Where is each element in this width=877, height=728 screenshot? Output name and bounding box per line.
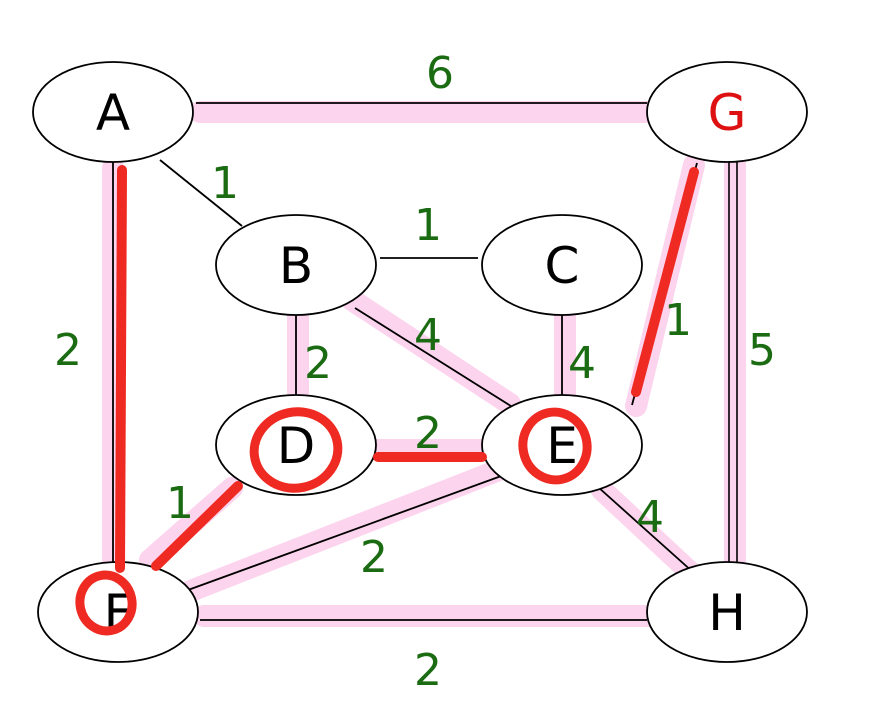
red-mark-d-f bbox=[151, 481, 243, 571]
node-h bbox=[646, 561, 808, 663]
weight-label-b-e: 4 bbox=[414, 310, 442, 361]
node-g bbox=[646, 61, 808, 163]
red-circle-e bbox=[518, 407, 592, 485]
weight-label-layer: 6 1 2 1 2 4 4 2 1 2 1 4 5 2 bbox=[54, 48, 776, 696]
red-mark-a-f bbox=[115, 165, 127, 573]
node-label-a: A bbox=[96, 84, 130, 142]
weight-label-a-g: 6 bbox=[426, 48, 454, 99]
node-label-d: D bbox=[277, 417, 316, 475]
annotation-layer bbox=[75, 165, 699, 636]
node-label-h: H bbox=[708, 584, 746, 642]
node-a bbox=[32, 61, 194, 163]
edge-e-f bbox=[187, 474, 505, 591]
node-label-b: B bbox=[279, 237, 313, 295]
red-circle-d bbox=[249, 407, 343, 493]
weight-label-a-b: 1 bbox=[211, 158, 239, 209]
edge-a-b bbox=[159, 159, 243, 227]
node-b bbox=[215, 214, 377, 316]
weight-label-e-f: 2 bbox=[360, 532, 388, 583]
highlight-band-b-e bbox=[341, 289, 521, 415]
weight-label-c-e: 4 bbox=[568, 338, 596, 389]
node-label-e: E bbox=[546, 417, 578, 475]
node-c bbox=[481, 214, 643, 316]
weight-label-e-h: 4 bbox=[636, 492, 664, 543]
edge-b-e bbox=[354, 307, 515, 409]
red-mark-e-g bbox=[631, 167, 699, 397]
weight-label-g-h: 5 bbox=[748, 325, 776, 376]
weight-label-b-d: 2 bbox=[304, 338, 332, 389]
weight-label-a-f: 2 bbox=[54, 325, 82, 376]
edge-e-h bbox=[597, 486, 695, 574]
weight-label-b-c: 1 bbox=[414, 200, 442, 251]
weight-label-d-f: 1 bbox=[166, 478, 194, 529]
node-e bbox=[481, 394, 643, 496]
red-circle-f bbox=[75, 570, 137, 636]
node-label-c: C bbox=[545, 237, 580, 295]
weight-label-f-h: 2 bbox=[414, 645, 442, 696]
weight-label-d-e: 2 bbox=[414, 408, 442, 459]
weight-label-e-g: 1 bbox=[664, 295, 692, 346]
node-label-g: G bbox=[708, 84, 747, 142]
